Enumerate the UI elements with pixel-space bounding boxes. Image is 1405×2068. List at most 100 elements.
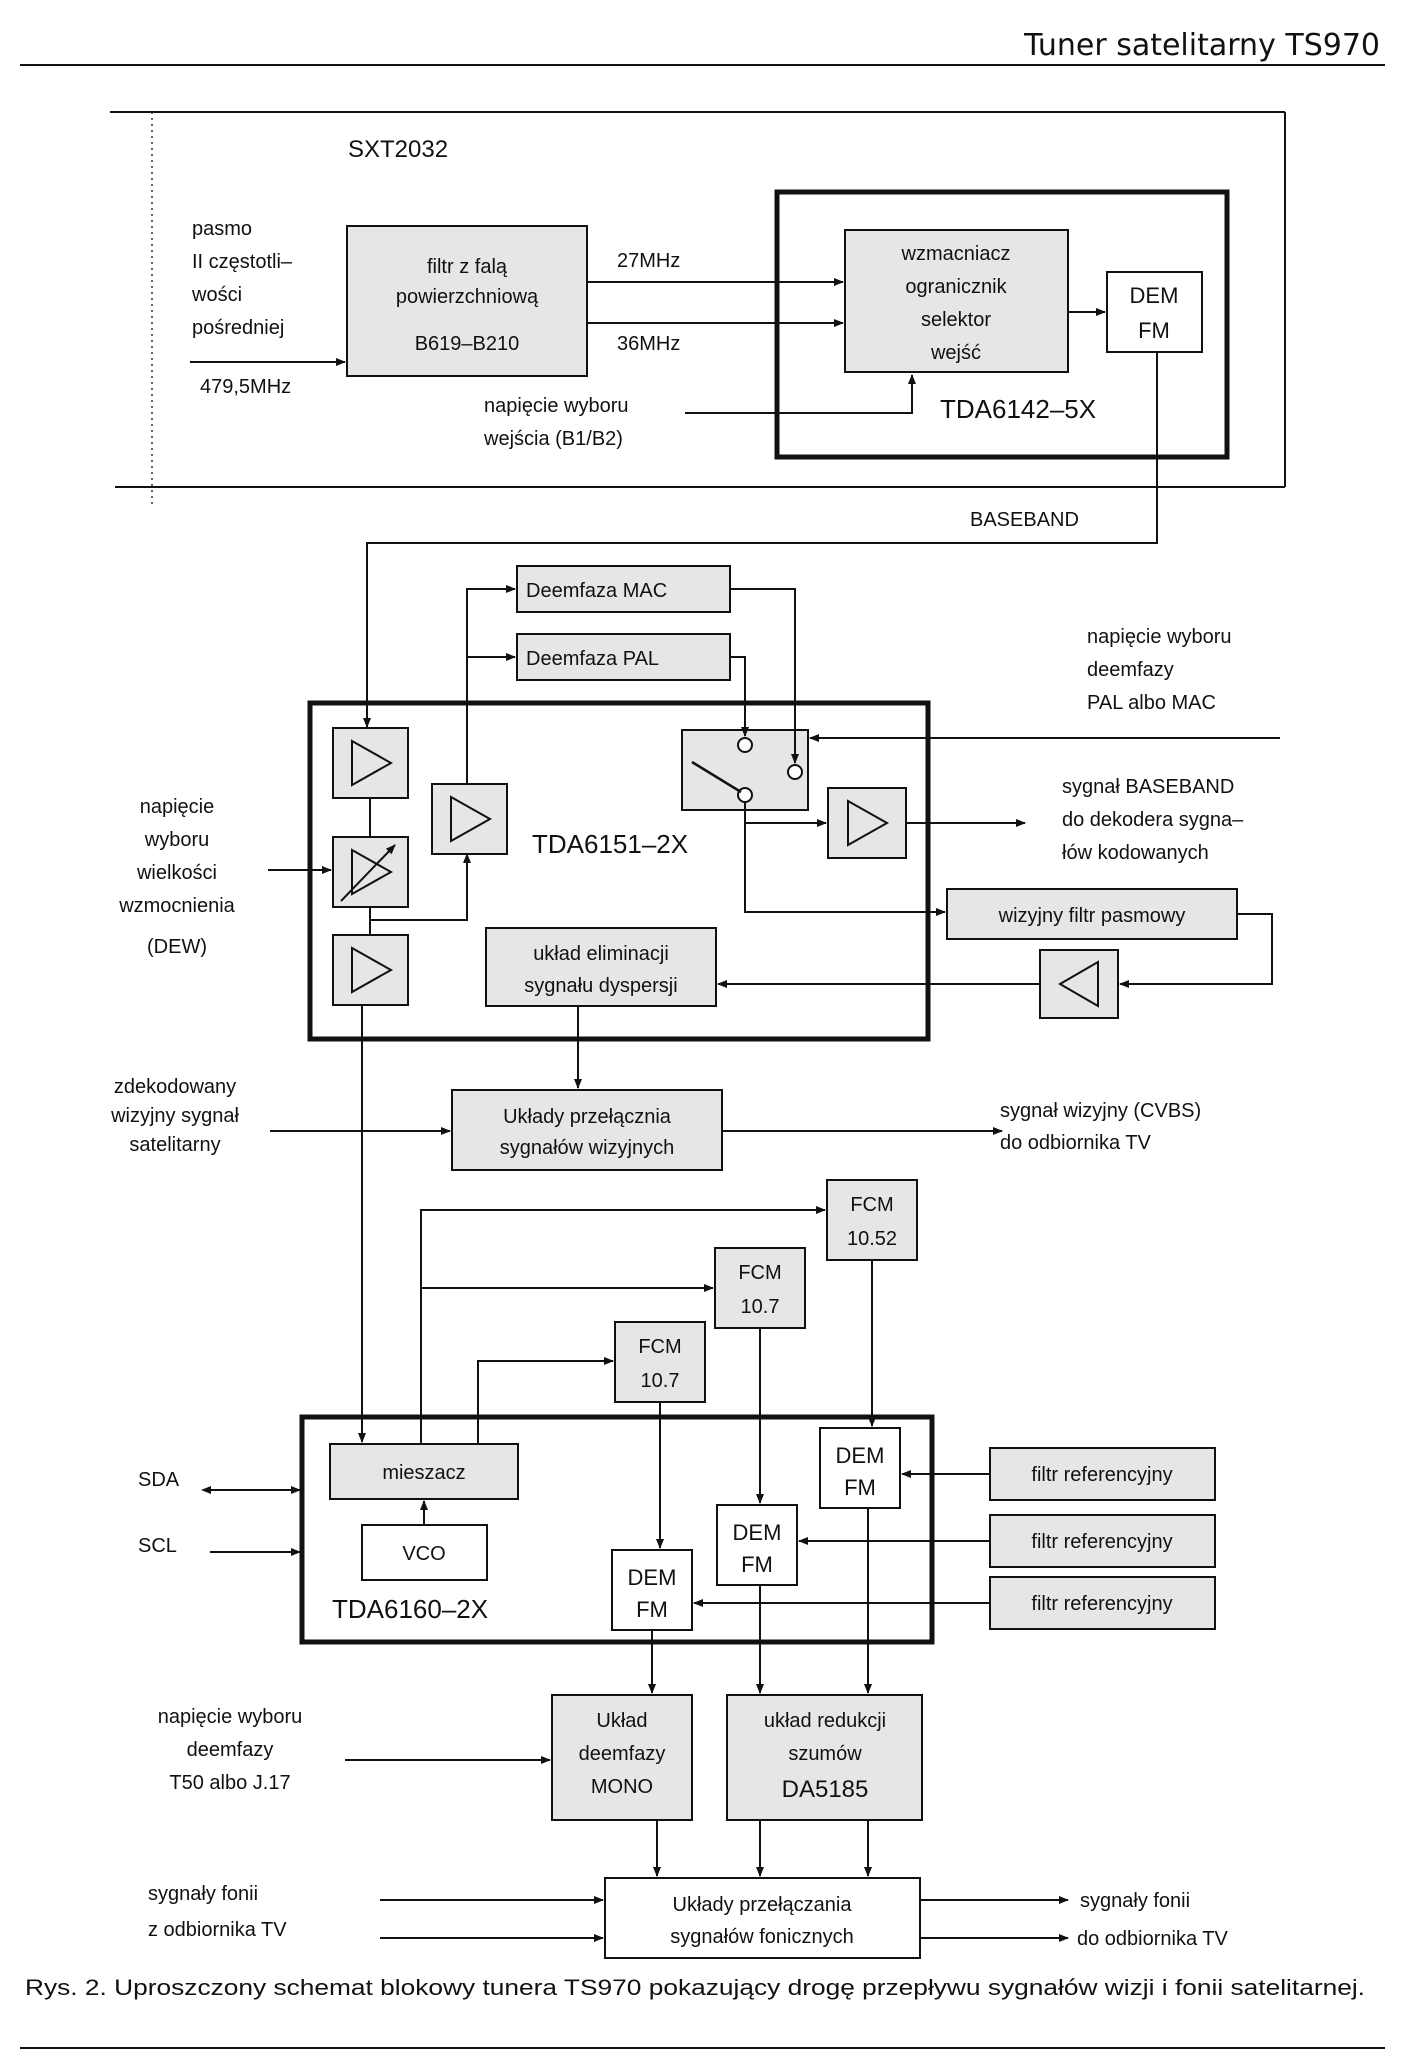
svg-text:(DEW): (DEW) <box>147 936 207 958</box>
switch-lever <box>691 760 742 794</box>
noise-red-block <box>726 1694 923 1821</box>
svg-text:Układy przełączania: Układy przełączania <box>673 1894 853 1916</box>
mixer-to-fcm-107-lower <box>477 1357 614 1444</box>
svg-text:wzmocnienia: wzmocnienia <box>118 895 235 917</box>
ref-filter-label-3: filtr referencyjny <box>1031 1593 1172 1615</box>
input-amp-symbol <box>351 739 394 787</box>
svg-text:sygnałów fonicznych: sygnałów fonicznych <box>670 1926 853 1948</box>
deem-mac-label: Deemfaza MAC <box>526 580 667 602</box>
tv-audio-in-label: sygnały fonii z odbiornika TV <box>148 1883 287 1941</box>
svg-text:FM: FM <box>741 1552 773 1577</box>
video-switch-block <box>451 1089 723 1171</box>
mono-deem-block <box>551 1694 693 1821</box>
svg-text:wizyjny sygnał: wizyjny sygnał <box>110 1105 239 1127</box>
svg-text:FM: FM <box>844 1475 876 1500</box>
dispersion-elim-label: układ eliminacji sygnału dyspersji <box>524 943 677 997</box>
svg-text:z odbiornika TV: z odbiornika TV <box>148 1919 287 1941</box>
scl-label: SCL <box>138 1535 177 1557</box>
decoded-video-label: zdekodowany wizyjny sygnał satelitarny <box>110 1076 239 1156</box>
svg-text:szumów: szumów <box>788 1743 862 1765</box>
video-switch-label: Układy przełącznia sygnałów wizyjnych <box>500 1106 675 1159</box>
tda6142-chip-frame <box>774 189 1230 460</box>
svg-text:sygnał wizyjny (CVBS): sygnał wizyjny (CVBS) <box>1000 1100 1201 1122</box>
deem-amp-symbol <box>450 795 493 843</box>
svg-text:T50 albo J.17: T50 albo J.17 <box>169 1772 290 1794</box>
svg-text:układ eliminacji: układ eliminacji <box>533 943 669 965</box>
deem-mac-block <box>516 565 731 613</box>
page-header: Tuner satelitarny TS970 <box>1023 28 1380 63</box>
mixer-label: mieszacz <box>382 1462 465 1484</box>
svg-text:pośredniej: pośredniej <box>192 317 284 339</box>
bandpass-filter-block <box>946 888 1238 940</box>
switch-contact-a <box>737 737 753 753</box>
deem-select-label: napięcie wyboru deemfazy PAL albo MAC <box>1087 626 1232 714</box>
svg-text:FM: FM <box>1138 318 1170 343</box>
tda6160-label: TDA6160–2X <box>332 1594 488 1624</box>
svg-text:10.7: 10.7 <box>641 1370 680 1392</box>
sxt-label: SXT2032 <box>348 136 448 163</box>
gain-select-label: napięcie wyboru wielkości wzmocnienia (D… <box>118 796 235 958</box>
audio-switch-label: Układy przełączania sygnałów fonicznych <box>670 1894 853 1948</box>
svg-text:deemfazy: deemfazy <box>187 1739 274 1761</box>
sda-label: SDA <box>138 1469 180 1491</box>
switch-to-bandpass <box>744 823 946 916</box>
dem-fm-label-top: DEM FM <box>1130 283 1179 343</box>
f36-label: 36MHz <box>617 333 680 355</box>
input-amp-block <box>332 727 409 799</box>
svg-text:wości: wości <box>191 284 242 306</box>
dem-fm-label-2: DEM FM <box>733 1520 782 1577</box>
svg-text:filtr z falą: filtr z falą <box>427 256 508 278</box>
input-select-line <box>685 374 916 414</box>
deem-pal-block <box>516 633 731 681</box>
baseband-out-amp-symbol <box>847 799 890 847</box>
svg-text:wejścia (B1/B2): wejścia (B1/B2) <box>483 428 623 450</box>
svg-text:DEM: DEM <box>836 1443 885 1468</box>
svg-text:satelitarny: satelitarny <box>129 1134 220 1156</box>
ref-filter-block-1 <box>989 1447 1216 1501</box>
tv-audio-out-label: sygnały fonii do odbiornika TV <box>1077 1890 1229 1950</box>
svg-text:selektor: selektor <box>921 309 991 331</box>
saw-filter-label: filtr z falą powierzchniową B619–B210 <box>396 256 539 355</box>
fcm-107-block-lower <box>614 1321 706 1403</box>
to-deem-mac-line <box>466 585 516 784</box>
return-amp-symbol <box>1058 960 1099 1008</box>
svg-text:FCM: FCM <box>850 1194 893 1216</box>
gain-variable-arrow <box>340 844 396 902</box>
svg-text:napięcie wyboru: napięcie wyboru <box>1087 626 1232 648</box>
deem-amp-block <box>431 783 508 855</box>
svg-text:B619–B210: B619–B210 <box>415 333 520 355</box>
svg-text:łów kodowanych: łów kodowanych <box>1062 842 1209 864</box>
dem-fm-label-3: DEM FM <box>628 1565 677 1622</box>
svg-text:deemfazy: deemfazy <box>579 1743 666 1765</box>
svg-text:sygnały fonii: sygnały fonii <box>1080 1890 1190 1912</box>
fcm-107-label-lower: FCM 10.7 <box>638 1336 681 1392</box>
tda6151-label: TDA6151–2X <box>532 829 688 859</box>
svg-text:pasmo: pasmo <box>192 218 252 240</box>
svg-text:do odbiornika TV: do odbiornika TV <box>1077 1928 1229 1950</box>
t50-select-label: napięcie wyboru deemfazy T50 albo J.17 <box>158 1706 303 1794</box>
svg-text:II częstotli–: II częstotli– <box>192 251 293 273</box>
svg-text:napięcie wyboru: napięcie wyboru <box>158 1706 303 1728</box>
deem-pal-label: Deemfaza PAL <box>526 648 659 670</box>
baseband-label: BASEBAND <box>970 509 1079 531</box>
noise-red-label: układ redukcji szumów DA5185 <box>764 1710 886 1803</box>
baseband-out-label: sygnał BASEBAND do dekodera sygna– łów k… <box>1062 776 1244 864</box>
svg-text:FM: FM <box>636 1597 668 1622</box>
tda6142-label: TDA6142–5X <box>940 394 1096 424</box>
freq-in-label: 479,5MHz <box>200 376 291 398</box>
svg-text:zdekodowany: zdekodowany <box>114 1076 236 1098</box>
mono-deem-label: Układ deemfazy MONO <box>579 1710 666 1798</box>
dem-fm-block-2 <box>716 1504 798 1586</box>
out-amp-block <box>332 934 409 1006</box>
dem-fm-label-1: DEM FM <box>836 1443 885 1500</box>
mac-to-switch <box>730 588 799 764</box>
svg-text:układ redukcji: układ redukcji <box>764 1710 886 1732</box>
svg-text:napięcie wyboru: napięcie wyboru <box>484 395 629 417</box>
dem-fm-block-1 <box>819 1427 901 1509</box>
ref-filter-label-1: filtr referencyjny <box>1031 1464 1172 1486</box>
amplifier-label: wzmacniacz ogranicznik selektor wejść <box>901 243 1011 364</box>
dispersion-elim-block <box>485 927 717 1007</box>
svg-text:FCM: FCM <box>638 1336 681 1358</box>
svg-text:napięcie: napięcie <box>140 796 215 818</box>
